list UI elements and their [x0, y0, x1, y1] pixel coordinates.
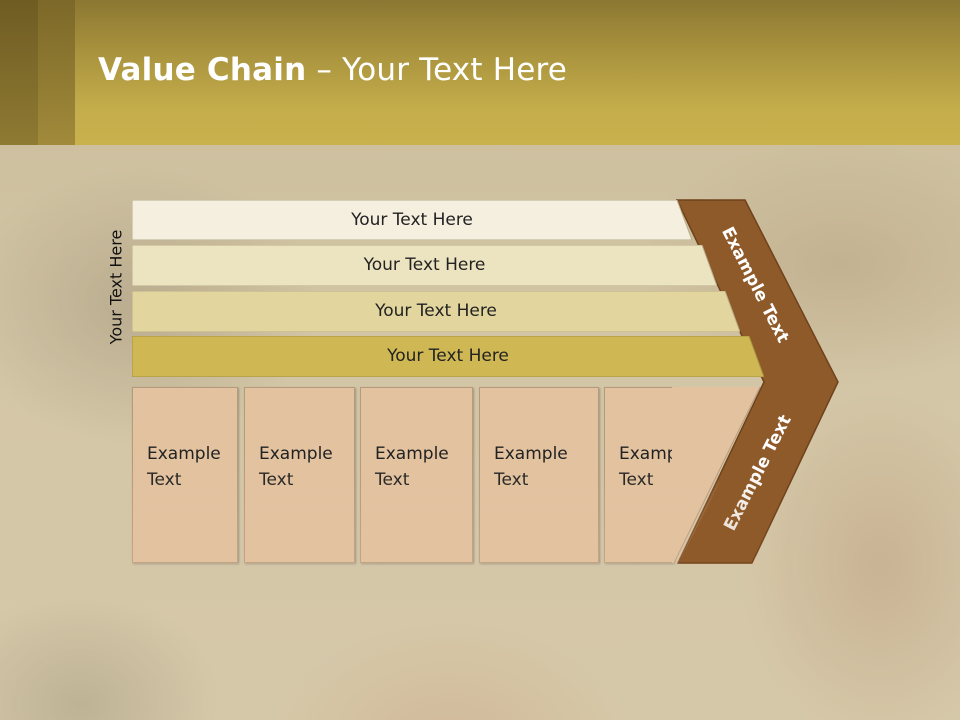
value-box-5-line1: Example [619, 444, 693, 464]
value-box-3-line2: Text [375, 470, 410, 490]
value-box-1[interactable]: Example Text [132, 387, 238, 563]
bar-4-label: Your Text Here [387, 346, 509, 366]
value-box-2[interactable]: Example Text [244, 387, 355, 563]
value-box-4[interactable]: Example Text [479, 387, 599, 563]
value-box-4-line1: Example [494, 444, 568, 464]
slide-title[interactable]: Value Chain – Your Text Here [98, 52, 567, 88]
header-accent-band [0, 0, 38, 145]
value-box-2-line1: Example [259, 444, 333, 464]
bar-2[interactable]: Your Text Here [132, 245, 717, 286]
value-box-1-line1: Example [147, 444, 221, 464]
title-bold: Value Chain [98, 52, 307, 88]
vertical-axis-label[interactable]: Your Text Here [106, 229, 126, 345]
value-box-1-line2: Text [147, 470, 182, 490]
bar-1[interactable]: Your Text Here [132, 200, 692, 240]
header-accent-band-2 [38, 0, 75, 145]
value-box-3-line1: Example [375, 444, 449, 464]
bar-4[interactable]: Your Text Here [132, 336, 764, 377]
value-box-3[interactable]: Example Text [360, 387, 473, 563]
bar-1-label: Your Text Here [351, 210, 473, 230]
value-box-2-line2: Text [259, 470, 294, 490]
value-box-5[interactable]: Example Text [604, 387, 693, 563]
value-box-4-line2: Text [494, 470, 529, 490]
value-box-5-line2: Text [619, 470, 654, 490]
title-header: Value Chain – Your Text Here [0, 0, 960, 145]
bar-3[interactable]: Your Text Here [132, 291, 740, 332]
bar-2-label: Your Text Here [363, 255, 486, 275]
bar-3-label: Your Text Here [375, 301, 497, 321]
title-rest: – Your Text Here [306, 52, 568, 88]
